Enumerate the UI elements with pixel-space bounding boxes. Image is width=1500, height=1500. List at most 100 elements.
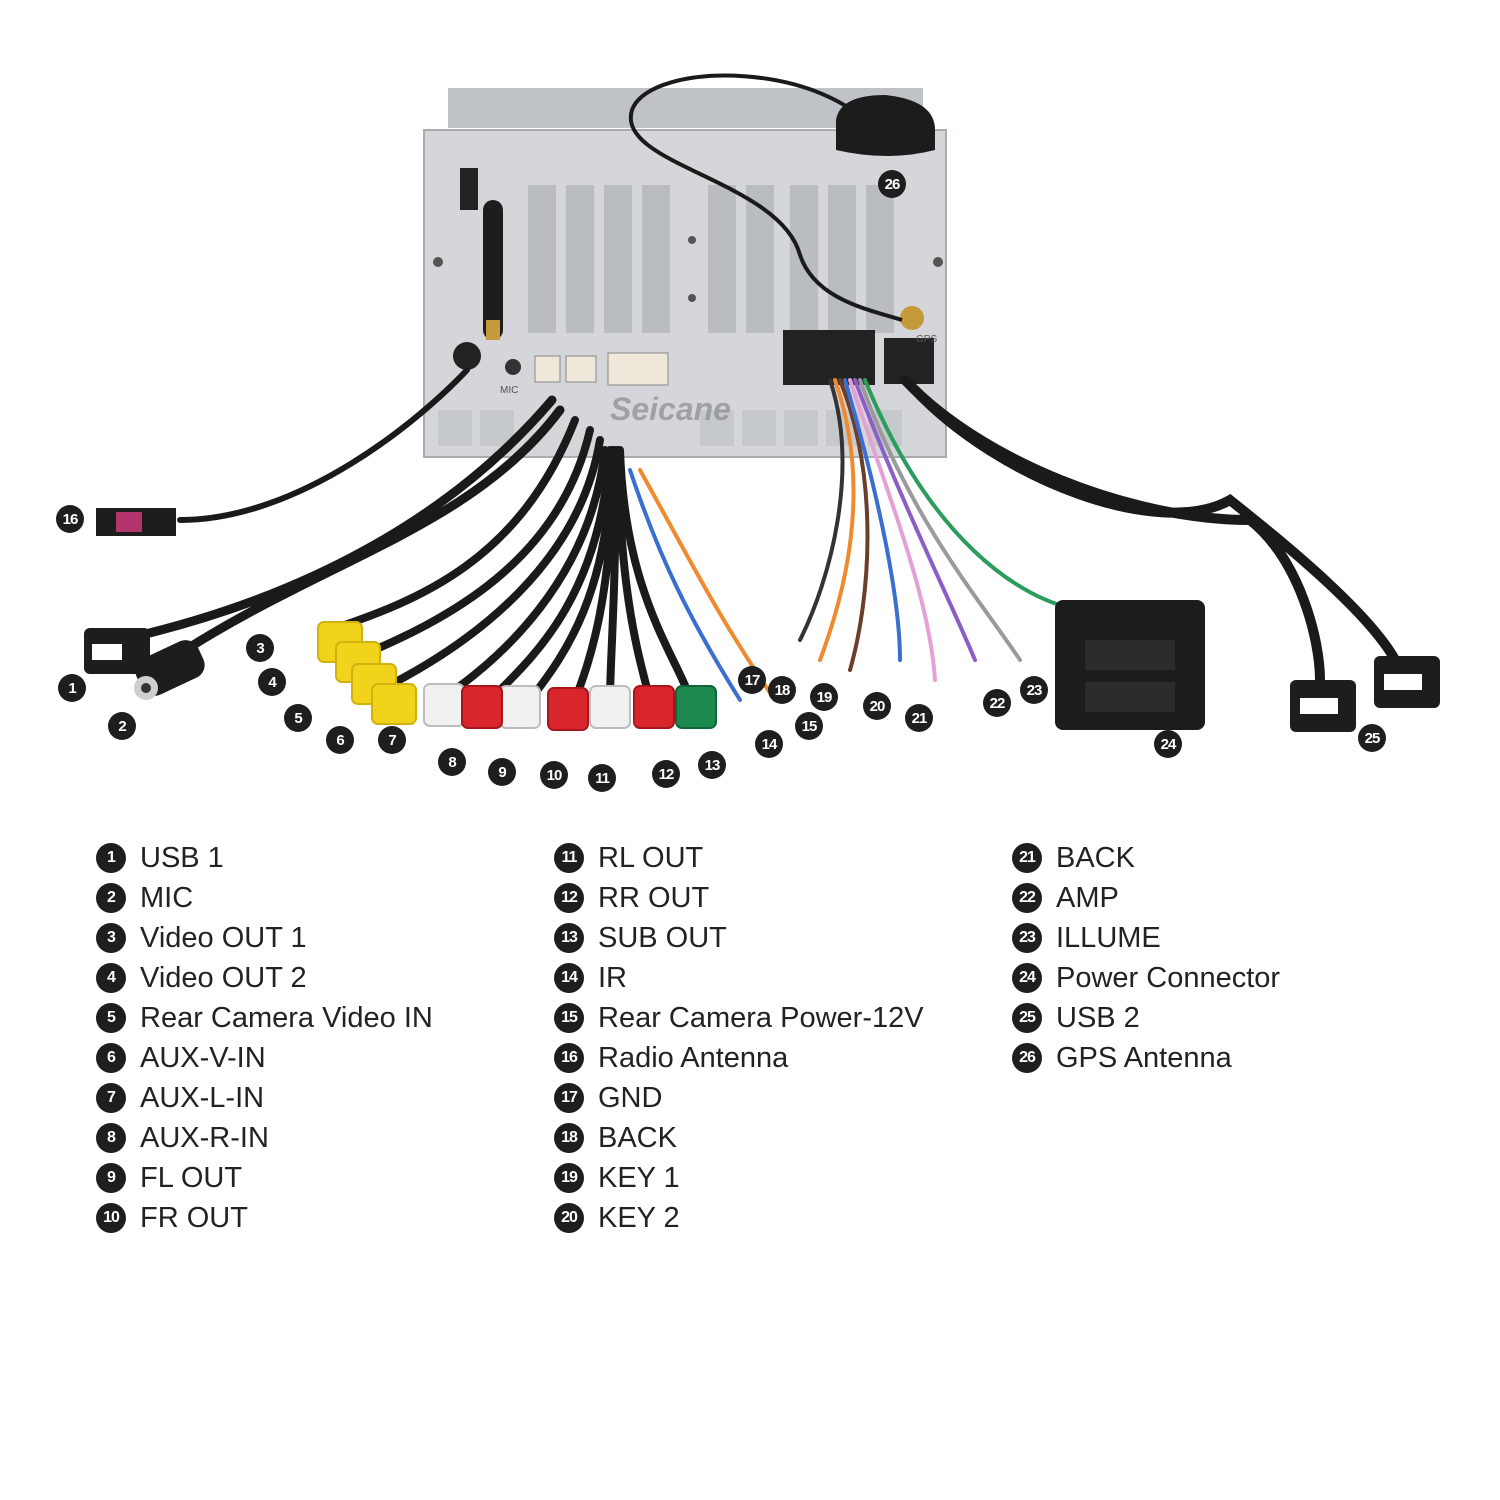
callout-5: 5 — [284, 704, 312, 732]
legend-label: USB 1 — [140, 841, 224, 874]
legend-label: Video OUT 1 — [140, 921, 307, 954]
usb2-connectors — [1290, 656, 1440, 732]
legend-number-badge: 4 — [96, 963, 126, 993]
callout-21: 21 — [905, 704, 933, 732]
head-unit-chassis — [423, 88, 947, 458]
callout-10: 10 — [540, 761, 568, 789]
legend-number-badge: 22 — [1012, 883, 1042, 913]
callout-11: 11 — [588, 764, 616, 792]
mic-port-label: MIC — [500, 385, 518, 396]
legend-item: 3 Video OUT 1 — [96, 918, 433, 958]
legend-item: 17 GND — [554, 1078, 924, 1118]
legend-label: RR OUT — [598, 881, 710, 914]
legend-label: Rear Camera Power-12V — [598, 1001, 924, 1034]
legend-label: FR OUT — [140, 1201, 248, 1234]
legend-label: GND — [598, 1081, 663, 1114]
legend-item: 25 USB 2 — [1012, 998, 1280, 1038]
legend-label: AUX-R-IN — [140, 1121, 269, 1154]
callout-24: 24 — [1154, 730, 1182, 758]
gps-antenna — [628, 73, 935, 322]
callout-12: 12 — [652, 760, 680, 788]
legend-label: USB 2 — [1056, 1001, 1140, 1034]
legend-label: AUX-L-IN — [140, 1081, 265, 1114]
legend-number-badge: 10 — [96, 1203, 126, 1233]
legend-item: 4 Video OUT 2 — [96, 958, 433, 998]
rca-plugs — [317, 621, 717, 731]
power-connector — [1055, 600, 1205, 730]
callout-9: 9 — [488, 758, 516, 786]
callout-15: 15 — [795, 712, 823, 740]
legend-item: 2 MIC — [96, 878, 433, 918]
callout-22: 22 — [983, 689, 1011, 717]
legend-number-badge: 3 — [96, 923, 126, 953]
legend-label: SUB OUT — [598, 921, 727, 954]
legend-item: 8 AUX-R-IN — [96, 1118, 433, 1158]
legend-number-badge: 19 — [554, 1163, 584, 1193]
legend-item: 19 KEY 1 — [554, 1158, 924, 1198]
legend-label: AUX-V-IN — [140, 1041, 266, 1074]
legend-label: Video OUT 2 — [140, 961, 307, 994]
legend-item: 18 BACK — [554, 1118, 924, 1158]
gps-port-label: GPS — [916, 334, 937, 345]
callout-18: 18 — [768, 676, 796, 704]
callout-14: 14 — [755, 730, 783, 758]
legend-label: AMP — [1056, 881, 1119, 914]
legend-number-badge: 18 — [554, 1123, 584, 1153]
callout-25: 25 — [1358, 724, 1386, 752]
legend-label: BACK — [598, 1121, 677, 1154]
legend-label: MIC — [140, 881, 194, 914]
callout-3: 3 — [246, 634, 274, 662]
legend-number-badge: 23 — [1012, 923, 1042, 953]
legend-label: RL OUT — [598, 841, 704, 874]
callout-7: 7 — [378, 726, 406, 754]
legend-item: 13 SUB OUT — [554, 918, 924, 958]
legend-label: Power Connector — [1056, 961, 1281, 994]
callout-1: 1 — [58, 674, 86, 702]
cable-bundle — [115, 367, 1405, 704]
mic-connector — [134, 640, 205, 700]
callout-26: 26 — [878, 170, 906, 198]
legend-item: 26 GPS Antenna — [1012, 1038, 1280, 1078]
callout-8: 8 — [438, 748, 466, 776]
legend-item: 6 AUX-V-IN — [96, 1038, 433, 1078]
legend-label: KEY 2 — [598, 1201, 680, 1234]
legend-number-badge: 25 — [1012, 1003, 1042, 1033]
legend-number-badge: 2 — [96, 883, 126, 913]
legend-label: Rear Camera Video IN — [140, 1001, 433, 1034]
brand-logo: Seicane — [610, 391, 731, 427]
legend-number-badge: 13 — [554, 923, 584, 953]
legend-item: 1 USB 1 — [96, 838, 433, 878]
callout-2: 2 — [108, 712, 136, 740]
callout-13: 13 — [698, 751, 726, 779]
legend-number-badge: 21 — [1012, 843, 1042, 873]
legend-label: KEY 1 — [598, 1161, 680, 1194]
callout-20: 20 — [863, 692, 891, 720]
legend-number-badge: 26 — [1012, 1043, 1042, 1073]
legend-number-badge: 7 — [96, 1083, 126, 1113]
legend-number-badge: 1 — [96, 843, 126, 873]
legend-label: BACK — [1056, 841, 1135, 874]
legend-number-badge: 16 — [554, 1043, 584, 1073]
usb1-connector — [84, 628, 150, 674]
legend-number-badge: 17 — [554, 1083, 584, 1113]
legend-number-badge: 8 — [96, 1123, 126, 1153]
legend-number-badge: 24 — [1012, 963, 1042, 993]
legend-number-badge: 11 — [554, 843, 584, 873]
legend-label: GPS Antenna — [1056, 1041, 1232, 1074]
rear-ports: MIC GPS — [453, 306, 937, 396]
legend-item: 7 AUX-L-IN — [96, 1078, 433, 1118]
callout-4: 4 — [258, 668, 286, 696]
legend-number-badge: 6 — [96, 1043, 126, 1073]
legend-label: FL OUT — [140, 1161, 243, 1194]
callout-6: 6 — [326, 726, 354, 754]
